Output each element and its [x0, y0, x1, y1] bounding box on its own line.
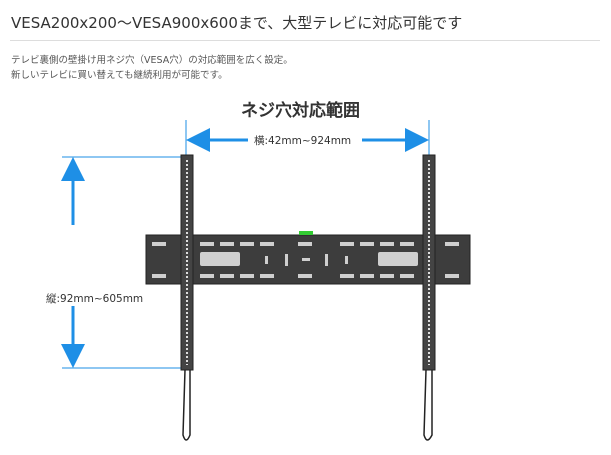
safety-cords	[182, 369, 433, 441]
vertical-range-label: 縦:92mm~605mm	[44, 291, 146, 306]
diagram-title: ネジ穴対応範囲	[241, 101, 360, 121]
section-heading: VESA200x200〜VESA900x600まで、大型テレビに対応可能です	[11, 14, 463, 32]
description-line: 新しいテレビに買い替えても継続利用が可能です。	[11, 70, 228, 81]
dimension-arrows	[61, 128, 429, 368]
mount-plate	[145, 231, 471, 285]
horizontal-range-label: 横:42mm~924mm	[250, 133, 356, 148]
description-line: テレビ裏側の壁掛け用ネジ穴（VESA穴）の対応範囲を広く設定。	[11, 55, 293, 66]
divider	[10, 40, 600, 41]
mount-arms	[180, 154, 436, 441]
description: テレビ裏側の壁掛け用ネジ穴（VESA穴）の対応範囲を広く設定。 新しいテレビに買…	[11, 53, 293, 83]
